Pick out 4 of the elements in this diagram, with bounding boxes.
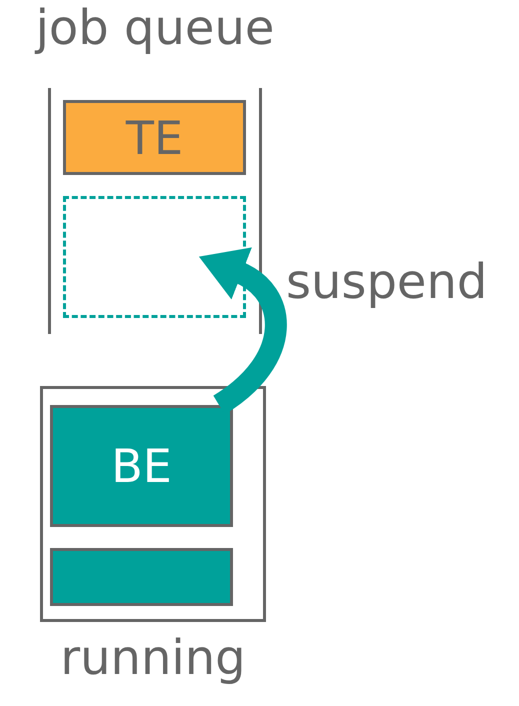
job-box: TE xyxy=(63,100,246,175)
job-box: BE xyxy=(50,405,233,527)
running-label: running xyxy=(59,632,247,685)
queue-label: job queue xyxy=(34,2,276,55)
